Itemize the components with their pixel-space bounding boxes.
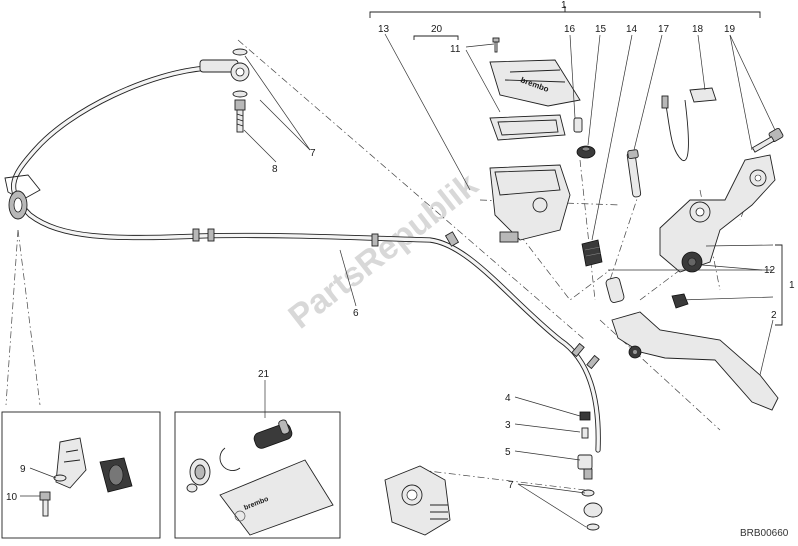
mount-screw	[751, 127, 784, 153]
callout-8: 8	[272, 164, 278, 175]
pivot-nut	[671, 293, 689, 309]
callout-3: 3	[505, 420, 511, 431]
callout-7-bottom: 7	[508, 480, 514, 491]
leader-lines	[20, 33, 776, 528]
callout-6: 6	[353, 308, 359, 319]
callout-21: 21	[258, 369, 270, 380]
callout-16: 16	[564, 24, 576, 35]
callout-20: 20	[431, 24, 443, 35]
push-rod	[626, 149, 642, 198]
callout-13: 13	[378, 24, 390, 35]
master-cylinder-body	[659, 154, 776, 273]
reservoir-small-parts	[573, 117, 596, 159]
callout-labels: 1 20 13 11 16 15 14 17 18 19 12 1 2 7 8 …	[6, 0, 795, 503]
callout-11: 11	[450, 44, 461, 55]
callout-18: 18	[692, 24, 704, 35]
washer-icon	[232, 48, 248, 56]
clutch-hose	[11, 65, 601, 453]
callout-10: 10	[6, 492, 18, 503]
drawing-code: BRB00660	[740, 528, 789, 539]
hose-clip	[4, 174, 41, 220]
callout-19: 19	[724, 24, 736, 35]
assembly-1-bracket	[369, 6, 761, 40]
clutch-lever	[605, 277, 779, 411]
reservoir-body	[489, 164, 571, 243]
callout-4: 4	[505, 393, 511, 404]
callout-5: 5	[505, 447, 511, 458]
banjo-fitting-top	[199, 48, 250, 133]
callout-2: 2	[771, 310, 777, 321]
callout-17: 17	[658, 24, 670, 35]
clutch-switch	[661, 87, 717, 162]
assembly-1-side-bracket	[775, 244, 783, 326]
inset-clip-parts	[1, 411, 161, 539]
callout-12: 12	[764, 265, 776, 276]
inset-repair-kit: brembo	[174, 411, 341, 539]
reservoir-cover-set: brembo	[489, 37, 581, 141]
callout-1-top: 1	[561, 0, 567, 11]
dust-boot	[581, 239, 603, 267]
callout-1-side: 1	[789, 280, 795, 291]
slave-cylinder	[384, 465, 451, 536]
callout-15: 15	[595, 24, 607, 35]
callout-14: 14	[626, 24, 638, 35]
callout-9: 9	[20, 464, 26, 475]
callout-7-top: 7	[310, 148, 316, 159]
